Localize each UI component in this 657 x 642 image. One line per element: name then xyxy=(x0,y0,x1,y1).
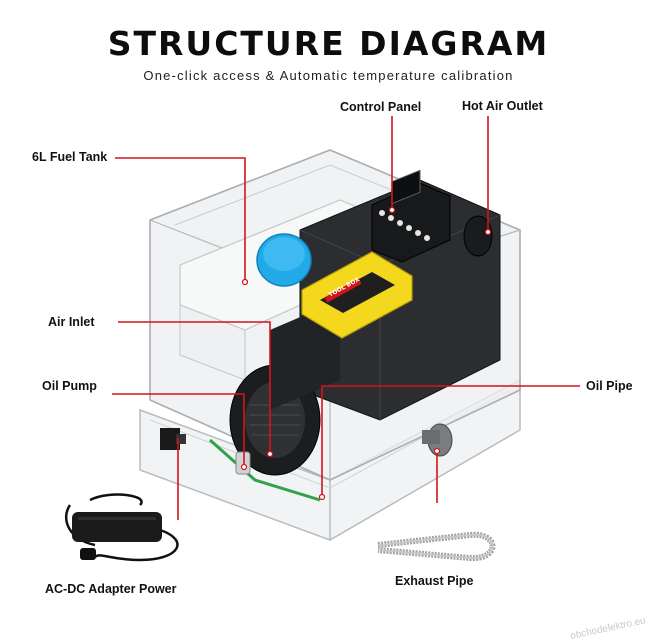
label-fuel-tank: 6L Fuel Tank xyxy=(32,150,108,164)
page-subtitle: One-click access & Automatic temperature… xyxy=(143,68,514,83)
label-air-inlet: Air Inlet xyxy=(48,315,95,329)
yellow-handle: TOOL BOX xyxy=(301,251,413,339)
label-oil-pipe: Oil Pipe xyxy=(586,379,633,393)
label-exhaust-pipe: Exhaust Pipe xyxy=(395,574,474,588)
label-adapter: AC-DC Adapter Power xyxy=(45,582,177,596)
page-title: STRUCTURE DIAGRAM xyxy=(107,24,550,63)
exhaust-pipe xyxy=(377,531,496,562)
leader-lines xyxy=(112,116,580,520)
heater-body xyxy=(229,179,501,476)
power-plug xyxy=(160,428,186,450)
fuel-cap xyxy=(256,233,312,287)
ac-dc-adapter xyxy=(64,493,179,562)
oil-line xyxy=(209,438,321,502)
oil-pump xyxy=(235,451,251,475)
hot-air-outlet xyxy=(463,215,493,257)
leader-dots xyxy=(240,206,492,501)
label-oil-pump: Oil Pump xyxy=(42,379,97,393)
label-control-panel: Control Panel xyxy=(340,100,422,114)
exhaust-port xyxy=(422,423,453,457)
label-hot-air-outlet: Hot Air Outlet xyxy=(462,99,543,113)
